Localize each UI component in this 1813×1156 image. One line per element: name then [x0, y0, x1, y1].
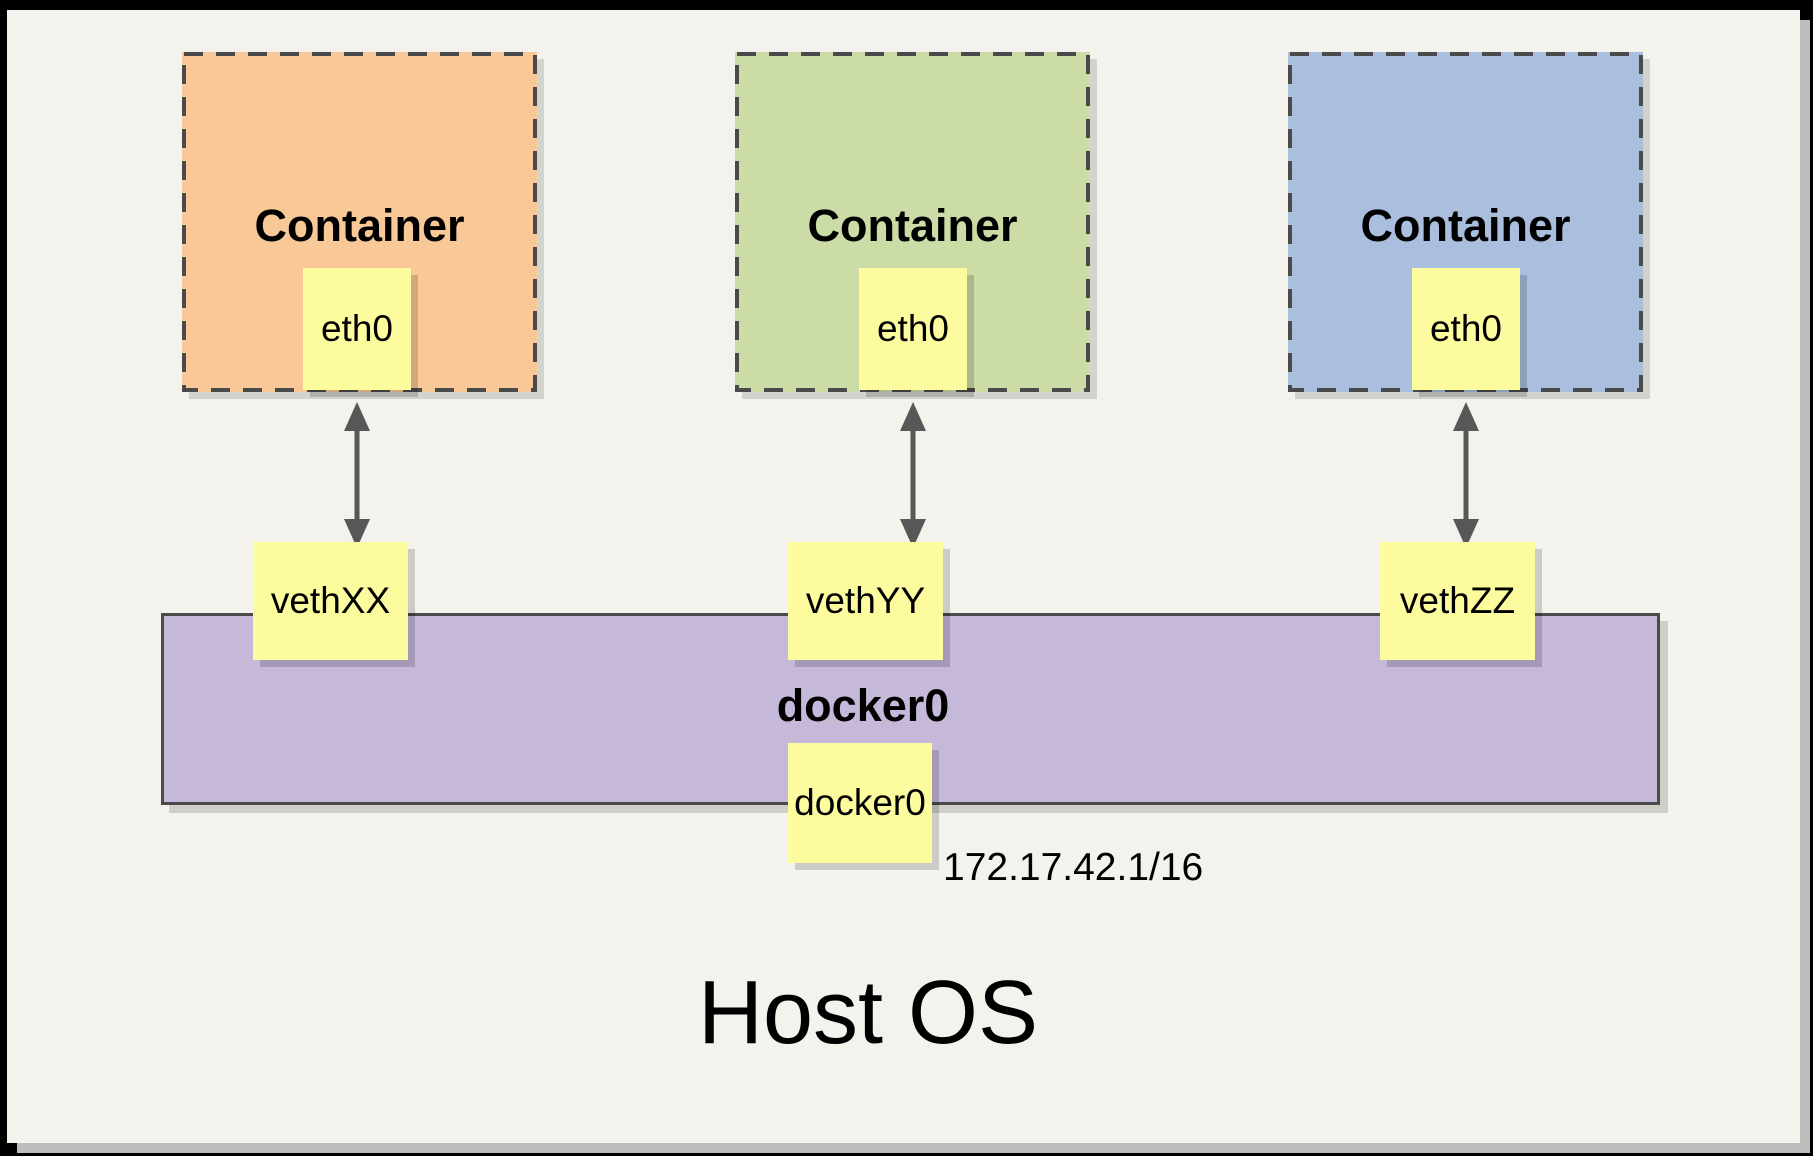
host-os-label: Host OS [697, 963, 1039, 1063]
eth0-label: eth0 [1429, 308, 1502, 349]
container-label: Container [1360, 200, 1571, 251]
eth0-label: eth0 [320, 308, 393, 349]
vethXX-label: vethXX [270, 580, 391, 621]
veth-connection-arrow-2 [900, 402, 926, 548]
vethYY-box: vethYY [788, 542, 943, 660]
diagram-page: Container Container Container eth0 eth0 … [7, 10, 1800, 1143]
eth0-label: eth0 [876, 308, 949, 349]
vethZZ-label: vethZZ [1399, 580, 1516, 621]
vethYY-label: vethYY [805, 580, 926, 621]
veth-connection-arrow-3 [1453, 402, 1479, 548]
docker0-port-box: docker0 [788, 743, 932, 863]
vethXX-box: vethXX [253, 542, 408, 660]
container-label: Container [807, 200, 1018, 251]
veth-connection-arrow-1 [344, 402, 370, 548]
eth0-box-2: eth0 [859, 268, 967, 390]
eth0-box-1: eth0 [303, 268, 411, 390]
docker0-bridge-label: docker0 [776, 680, 950, 731]
eth0-box-3: eth0 [1412, 268, 1520, 390]
vethZZ-box: vethZZ [1380, 542, 1535, 660]
container-label: Container [254, 200, 465, 251]
docker0-port-label: docker0 [794, 782, 926, 823]
bridge-ip-label: 172.17.42.1/16 [943, 846, 1204, 889]
